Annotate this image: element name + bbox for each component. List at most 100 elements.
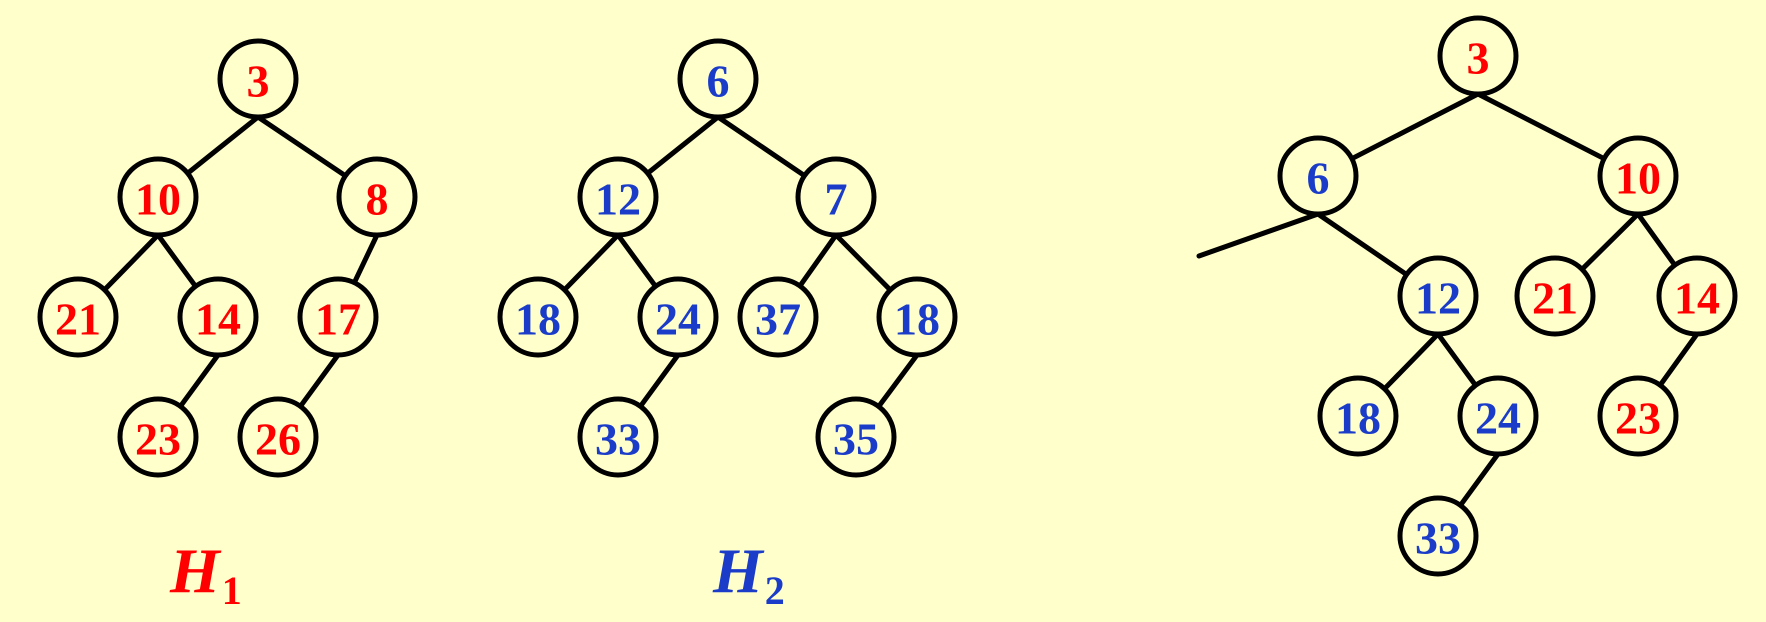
node-value: 35 xyxy=(833,414,879,465)
edge-m-24-m-33 xyxy=(1457,451,1501,508)
edge-m-3-m-6 xyxy=(1349,91,1481,162)
edge-h2-7-h2-18b xyxy=(833,232,893,293)
edge-h1-10-h1-14 xyxy=(155,232,199,289)
node-value: 14 xyxy=(1674,273,1720,324)
node-h2-6: 6 xyxy=(677,38,759,120)
node-value: 33 xyxy=(595,414,641,465)
node-h1-14: 14 xyxy=(177,276,259,358)
node-circle xyxy=(217,38,299,120)
node-m-12: 12 xyxy=(1397,255,1479,337)
node-h2-18b: 18 xyxy=(876,276,958,358)
node-m-14: 14 xyxy=(1656,255,1738,337)
node-h1-3: 3 xyxy=(217,38,299,120)
node-value: 33 xyxy=(1415,513,1461,564)
edge-m-14-m-23 xyxy=(1657,331,1700,388)
node-value: 26 xyxy=(255,414,301,465)
node-h2-37: 37 xyxy=(737,276,819,358)
node-circle xyxy=(237,396,319,478)
node-h1-8: 8 xyxy=(336,156,418,238)
node-value: 7 xyxy=(825,174,848,225)
edge-m-10-m-14 xyxy=(1635,211,1678,268)
node-value: 14 xyxy=(195,294,241,345)
tree-edges xyxy=(102,91,1700,508)
node-m-24: 24 xyxy=(1457,375,1539,457)
node-h1-21: 21 xyxy=(37,276,119,358)
edge-h1-3-h1-8 xyxy=(255,114,348,179)
edge-m-3-m-10 xyxy=(1475,91,1607,162)
edge-m-12-m-18 xyxy=(1382,331,1441,392)
node-value: 18 xyxy=(1335,393,1381,444)
node-value: 23 xyxy=(135,414,181,465)
node-h2-33: 33 xyxy=(577,396,659,478)
h2-label: H2 xyxy=(712,535,785,613)
node-h2-12: 12 xyxy=(577,156,659,238)
node-m-21: 21 xyxy=(1514,255,1596,337)
node-h2-7: 7 xyxy=(795,156,877,238)
edge-h1-3-h1-10 xyxy=(185,114,261,176)
node-value: 18 xyxy=(515,294,561,345)
node-value: 21 xyxy=(55,294,101,345)
node-circle xyxy=(737,276,819,358)
node-value: 12 xyxy=(595,174,641,225)
edge-h1-10-h1-21 xyxy=(102,232,161,293)
node-m-3: 3 xyxy=(1437,15,1519,97)
node-value: 6 xyxy=(1307,153,1330,204)
node-circle xyxy=(1437,15,1519,97)
node-h2-35: 35 xyxy=(815,396,897,478)
node-circle xyxy=(497,276,579,358)
node-value: 24 xyxy=(1475,393,1521,444)
node-circle xyxy=(336,156,418,238)
node-circle xyxy=(297,276,379,358)
edge-m-10-m-21 xyxy=(1579,211,1641,272)
node-circle xyxy=(677,38,759,120)
node-m-6: 6 xyxy=(1277,135,1359,217)
edge-h1-8-h1-17 xyxy=(351,232,380,286)
node-circle xyxy=(1597,375,1679,457)
node-value: 8 xyxy=(366,174,389,225)
h1-label: H1 xyxy=(169,535,242,613)
node-value: 24 xyxy=(655,294,701,345)
node-value: 10 xyxy=(1615,153,1661,204)
node-circle xyxy=(37,276,119,358)
node-value: 12 xyxy=(1415,273,1461,324)
node-circle xyxy=(1457,375,1539,457)
node-circle xyxy=(117,396,199,478)
edge-m-6-null-left xyxy=(1196,211,1321,259)
node-value: 3 xyxy=(247,56,270,107)
node-value: 21 xyxy=(1532,273,1578,324)
node-circle xyxy=(577,156,659,238)
node-value: 10 xyxy=(135,174,181,225)
node-circle xyxy=(876,276,958,358)
node-value: 18 xyxy=(894,294,940,345)
node-h2-18a: 18 xyxy=(497,276,579,358)
node-circle xyxy=(1656,255,1738,337)
node-m-10: 10 xyxy=(1597,135,1679,217)
node-circle xyxy=(577,396,659,478)
edge-h2-6-h2-12 xyxy=(645,114,721,176)
edge-h1-14-h1-23 xyxy=(177,352,221,409)
edge-h2-18b-h2-35 xyxy=(876,352,920,410)
node-circle xyxy=(637,276,719,358)
node-h2-24: 24 xyxy=(637,276,719,358)
node-circle xyxy=(1317,375,1399,457)
edge-m-6-m-12 xyxy=(1315,211,1410,278)
edge-h2-12-h2-18a xyxy=(562,232,621,293)
edge-h2-6-h2-7 xyxy=(715,114,808,179)
node-value: 6 xyxy=(707,56,730,107)
node-m-33: 33 xyxy=(1397,495,1479,577)
edge-h2-7-h2-37 xyxy=(797,232,839,289)
node-m-23: 23 xyxy=(1597,375,1679,457)
node-circle xyxy=(1397,255,1479,337)
edge-h2-12-h2-24 xyxy=(615,232,659,289)
node-value: 3 xyxy=(1467,33,1490,84)
edge-m-12-m-24 xyxy=(1435,331,1479,388)
node-value: 17 xyxy=(315,294,361,345)
edge-h1-17-h1-26 xyxy=(297,352,341,409)
edge-h2-24-h2-33 xyxy=(637,352,681,409)
node-value: 23 xyxy=(1615,393,1661,444)
node-circle xyxy=(177,276,259,358)
node-circle xyxy=(795,156,877,238)
node-h1-17: 17 xyxy=(297,276,379,358)
node-circle xyxy=(1514,255,1596,337)
